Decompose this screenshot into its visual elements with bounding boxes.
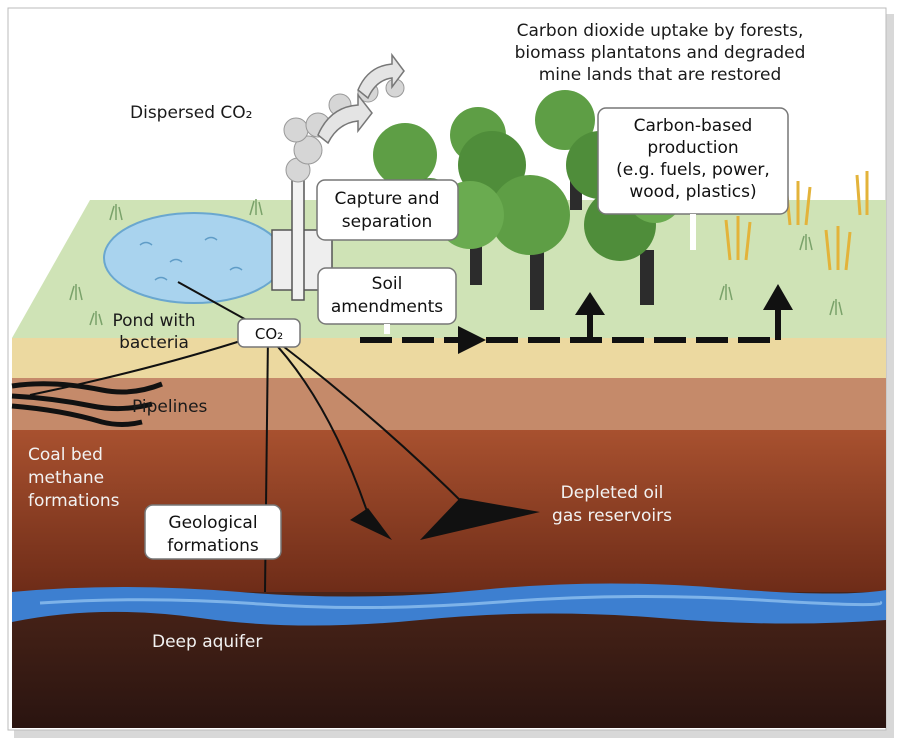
svg-text:Pond with: Pond with (112, 311, 195, 331)
pipelines-bundle (11, 381, 163, 427)
coal-bed-label: Coal bed methane formations (28, 445, 120, 511)
biomass-crops (724, 171, 869, 271)
aquifer-highlight (39, 594, 883, 610)
svg-text:amendments: amendments (331, 297, 443, 317)
svg-text:separation: separation (342, 212, 433, 232)
soil-amendments-callout: Soil amendments (317, 267, 457, 334)
svg-text:formations: formations (28, 491, 120, 511)
svg-text:Geological: Geological (168, 513, 257, 533)
svg-text:methane: methane (28, 468, 104, 488)
smoke-arrows (317, 52, 405, 145)
pond-label: Pond with bacteria (112, 311, 195, 353)
grass-tufts (69, 199, 843, 326)
uptake-label: Carbon dioxide uptake by forests, biomas… (515, 21, 806, 85)
co2-source-badge: CO₂ (237, 318, 301, 348)
carbon-based-callout: Carbon-based production (e.g. fuels, pow… (597, 107, 789, 250)
svg-text:Carbon dioxide uptake by fores: Carbon dioxide uptake by forests, (517, 21, 804, 41)
capture-callout: Capture and separation (316, 179, 459, 241)
svg-text:Carbon-based: Carbon-based (634, 116, 753, 136)
svg-text:biomass plantatons and degrade: biomass plantatons and degraded (515, 43, 806, 63)
svg-text:bacteria: bacteria (119, 333, 189, 353)
deep-aquifer-label: Deep aquifer (152, 632, 262, 652)
svg-text:Soil: Soil (372, 274, 403, 294)
dispersed-co2-label: Dispersed CO₂ (130, 103, 253, 123)
geological-callout: Geological formations (144, 504, 282, 560)
svg-text:wood, plastics): wood, plastics) (629, 182, 756, 202)
pond-ripples (139, 236, 243, 281)
svg-text:production: production (647, 138, 738, 158)
svg-text:(e.g. fuels, power,: (e.g. fuels, power, (616, 160, 770, 180)
svg-text:Capture and: Capture and (335, 189, 440, 209)
production-dashed-arrow (360, 284, 793, 354)
sand-layer (12, 338, 886, 378)
svg-text:mine lands that are restored: mine lands that are restored (539, 65, 782, 85)
svg-text:CO₂: CO₂ (255, 325, 283, 343)
svg-text:gas reservoirs: gas reservoirs (552, 506, 672, 526)
svg-text:Coal bed: Coal bed (28, 445, 103, 465)
depleted-reservoirs-label: Depleted oil gas reservoirs (552, 483, 672, 526)
svg-text:formations: formations (167, 536, 259, 556)
pipelines-label: Pipelines (132, 397, 208, 417)
svg-text:Depleted oil: Depleted oil (561, 483, 664, 503)
pond (103, 212, 285, 304)
reservoir-tips (350, 498, 540, 540)
